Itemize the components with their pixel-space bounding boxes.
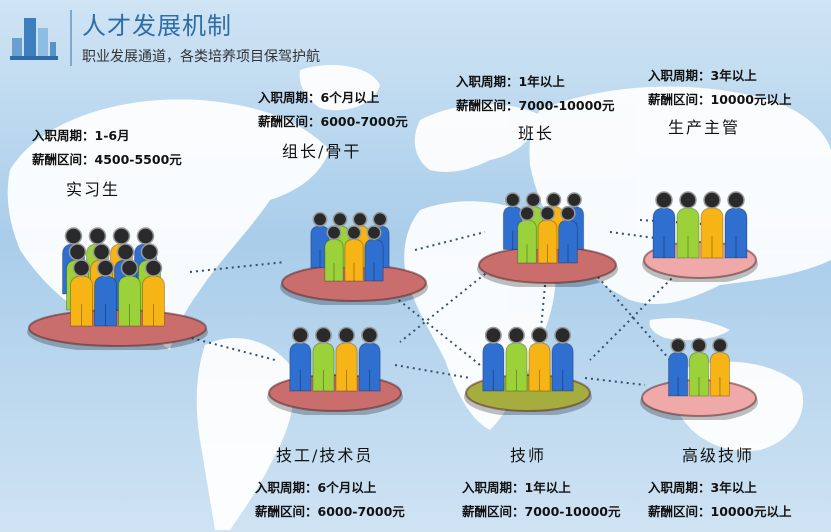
- senior-tech-role: 高级技师: [682, 446, 755, 465]
- squad-role: 班长: [518, 124, 555, 143]
- tech-master-salary: 薪酬区间：7000-10000元: [462, 504, 621, 519]
- intern-people-group-icon: [27, 227, 208, 350]
- squad-info: 入职周期：1年以上 薪酬区间：7000-10000元: [456, 70, 614, 118]
- squad-people-group-icon: [477, 192, 618, 287]
- intern-period: 入职周期：1-6月: [32, 128, 130, 143]
- tech-master-role: 技师: [510, 446, 547, 465]
- manager-people-group-icon: [642, 191, 758, 282]
- page-subtitle: 职业发展通道，各类培养项目保驾护航: [82, 49, 320, 65]
- manager-role: 生产主管: [668, 118, 741, 137]
- senior-tech-people-group-icon: [640, 337, 758, 420]
- page-title: 人才发展机制: [82, 12, 232, 40]
- intern-salary: 薪酬区间：4500-5500元: [32, 152, 182, 167]
- leader-info: 入职周期：6个月以上 薪酬区间：6000-7000元: [258, 86, 408, 134]
- header-divider: [70, 10, 72, 66]
- leader-salary: 薪酬区间：6000-7000元: [258, 114, 408, 129]
- senior-tech-info: 入职周期：3年以上 薪酬区间：10000元以上: [648, 476, 792, 524]
- manager-info: 入职周期：3年以上 薪酬区间：10000元以上: [648, 64, 792, 112]
- leader-people-group-icon: [280, 211, 428, 305]
- tech-master-period: 入职周期：1年以上: [462, 480, 571, 495]
- squad-period: 入职周期：1年以上: [456, 74, 565, 89]
- manager-salary: 薪酬区间：10000元以上: [648, 92, 792, 107]
- tech-info: 入职周期：6个月以上 薪酬区间：6000-7000元: [255, 476, 405, 524]
- tech-period: 入职周期：6个月以上: [255, 480, 377, 495]
- leader-role: 组长/骨干: [282, 142, 362, 161]
- tech-salary: 薪酬区间：6000-7000元: [255, 504, 405, 519]
- tech-people-group-icon: [267, 326, 403, 415]
- tech-master-info: 入职周期：1年以上 薪酬区间：7000-10000元: [462, 476, 620, 524]
- senior-tech-salary: 薪酬区间：10000元以上: [648, 504, 792, 519]
- leader-period: 入职周期：6个月以上: [258, 90, 380, 105]
- intern-role: 实习生: [66, 180, 121, 199]
- intern-info: 入职周期：1-6月 薪酬区间：4500-5500元: [32, 124, 182, 172]
- senior-tech-period: 入职周期：3年以上: [648, 480, 757, 495]
- building-icon: [10, 18, 58, 60]
- squad-salary: 薪酬区间：7000-10000元: [456, 98, 615, 113]
- tech-role: 技工/技术员: [276, 446, 374, 465]
- manager-period: 入职周期：3年以上: [648, 68, 757, 83]
- tech-master-people-group-icon: [464, 326, 592, 415]
